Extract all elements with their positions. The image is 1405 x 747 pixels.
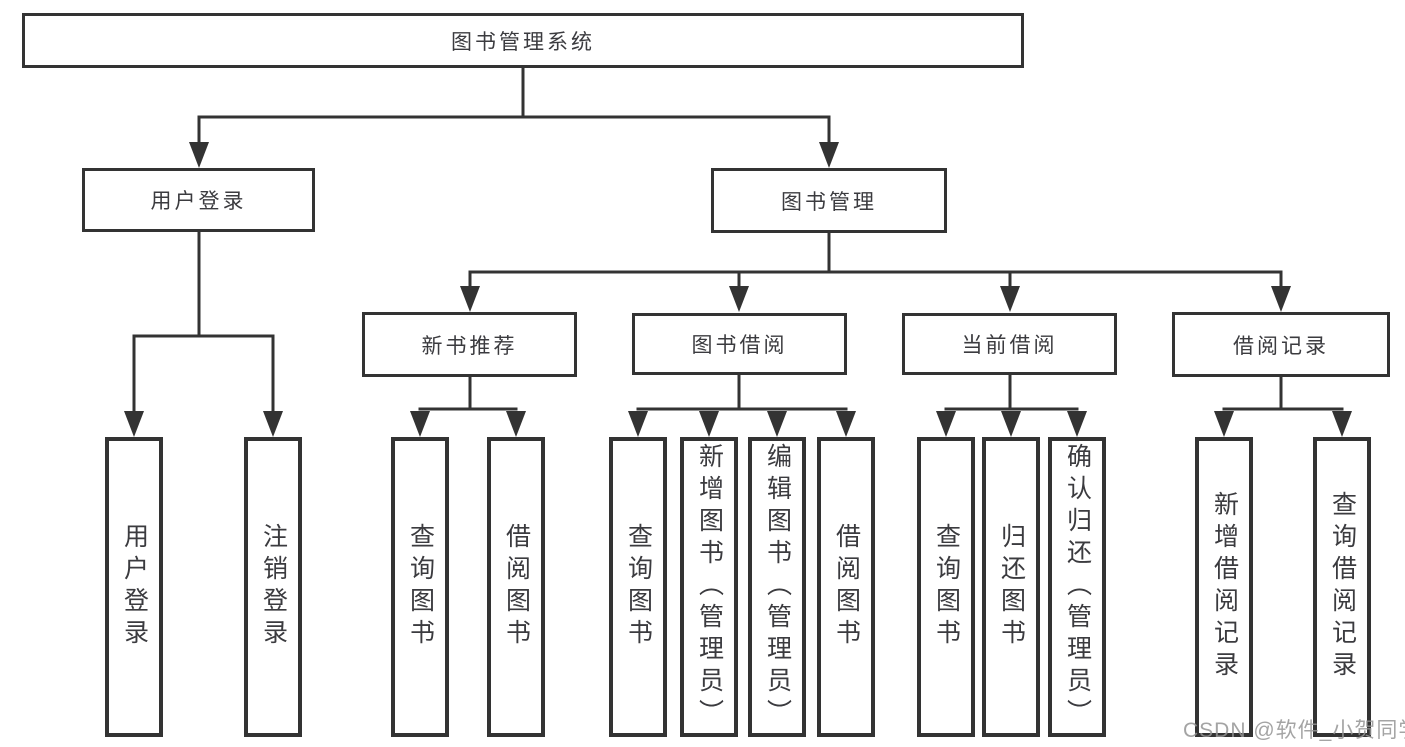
node-label: 查询借阅记录 xyxy=(1328,491,1357,683)
node-label: 编辑图书（管理员） xyxy=(763,443,792,731)
node-library-system: 图书管理系统 xyxy=(22,13,1024,68)
node-label: 用户登录 xyxy=(150,190,247,213)
leaf-query-books-current: 查询图书 xyxy=(917,437,975,737)
node-new-book-recommendation: 新书推荐 xyxy=(362,312,577,377)
leaf-confirm-return-admin: 确认归还（管理员） xyxy=(1048,437,1106,737)
node-borrowing-records: 借阅记录 xyxy=(1172,312,1390,377)
node-label: 图书管理 xyxy=(781,190,877,214)
leaf-query-books-borrow: 查询图书 xyxy=(609,437,667,737)
node-label: 新增借阅记录 xyxy=(1210,491,1239,683)
node-label: 查询图书 xyxy=(406,523,435,651)
node-label: 新增图书（管理员） xyxy=(695,443,724,731)
leaf-logout-login: 注销登录 xyxy=(244,437,302,737)
node-label: 查询图书 xyxy=(932,523,961,651)
node-user-login: 用户登录 xyxy=(82,168,315,232)
leaf-query-borrow-record: 查询借阅记录 xyxy=(1313,437,1371,737)
leaf-borrow-books: 借阅图书 xyxy=(817,437,875,737)
node-label: 借阅图书 xyxy=(832,523,861,651)
node-current-borrowing: 当前借阅 xyxy=(902,313,1117,375)
node-label: 借阅记录 xyxy=(1233,334,1329,358)
leaf-user-login: 用户登录 xyxy=(105,437,163,737)
leaf-edit-books-admin: 编辑图书（管理员） xyxy=(748,437,806,737)
node-label: 图书借阅 xyxy=(691,334,788,357)
leaf-query-books-recommend: 查询图书 xyxy=(391,437,449,737)
node-label: 注销登录 xyxy=(259,523,288,651)
node-label: 借阅图书 xyxy=(502,523,531,651)
watermark: CSDN @软件_小贺同学 xyxy=(1183,719,1405,742)
node-label: 图书管理系统 xyxy=(451,30,595,54)
node-label: 新书推荐 xyxy=(421,334,518,358)
leaf-borrow-books-recommend: 借阅图书 xyxy=(487,437,545,737)
node-label: 用户登录 xyxy=(120,523,149,651)
leaf-add-borrow-record: 新增借阅记录 xyxy=(1195,437,1253,737)
node-label: 当前借阅 xyxy=(961,334,1058,357)
node-label: 查询图书 xyxy=(624,523,653,651)
node-label: 确认归还（管理员） xyxy=(1063,443,1092,731)
node-book-management: 图书管理 xyxy=(711,168,947,233)
leaf-add-books-admin: 新增图书（管理员） xyxy=(680,437,738,737)
node-label: 归还图书 xyxy=(997,523,1026,651)
node-book-borrowing: 图书借阅 xyxy=(632,313,847,375)
leaf-return-books: 归还图书 xyxy=(982,437,1040,737)
